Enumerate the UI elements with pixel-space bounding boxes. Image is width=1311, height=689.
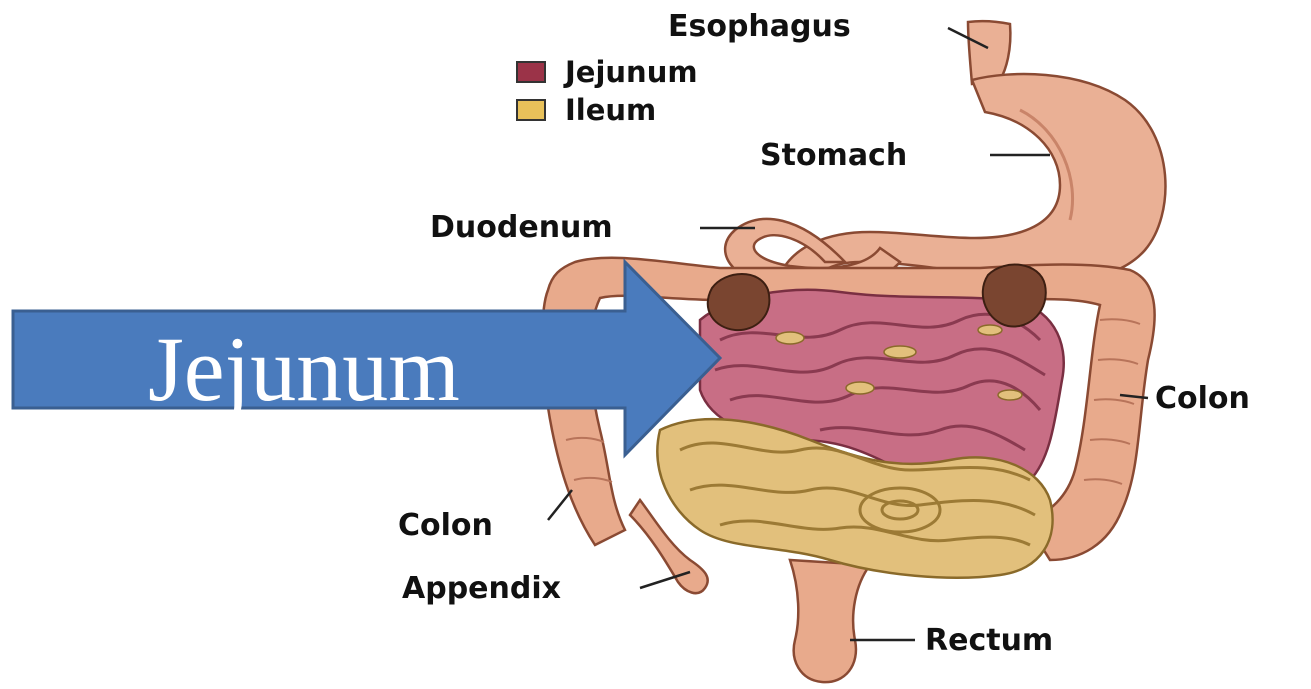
label-appendix: Appendix [402,571,561,606]
rectum [790,560,870,682]
label-duodenum: Duodenum [430,210,613,245]
label-colon-right: Colon [1155,381,1250,416]
legend: Jejunum Ileum [517,55,698,127]
label-rectum: Rectum [925,623,1053,658]
label-stomach: Stomach [760,138,907,173]
legend-swatch-jejunum [517,62,545,82]
callout-arrow-label: Jejunum [148,318,460,420]
legend-label-jejunum: Jejunum [563,55,698,89]
label-esophagus: Esophagus [668,9,851,44]
label-colon-left: Colon [398,508,493,543]
legend-label-ileum: Ileum [565,93,656,127]
leader-colon-left [548,490,572,520]
legend-swatch-ileum [517,100,545,120]
